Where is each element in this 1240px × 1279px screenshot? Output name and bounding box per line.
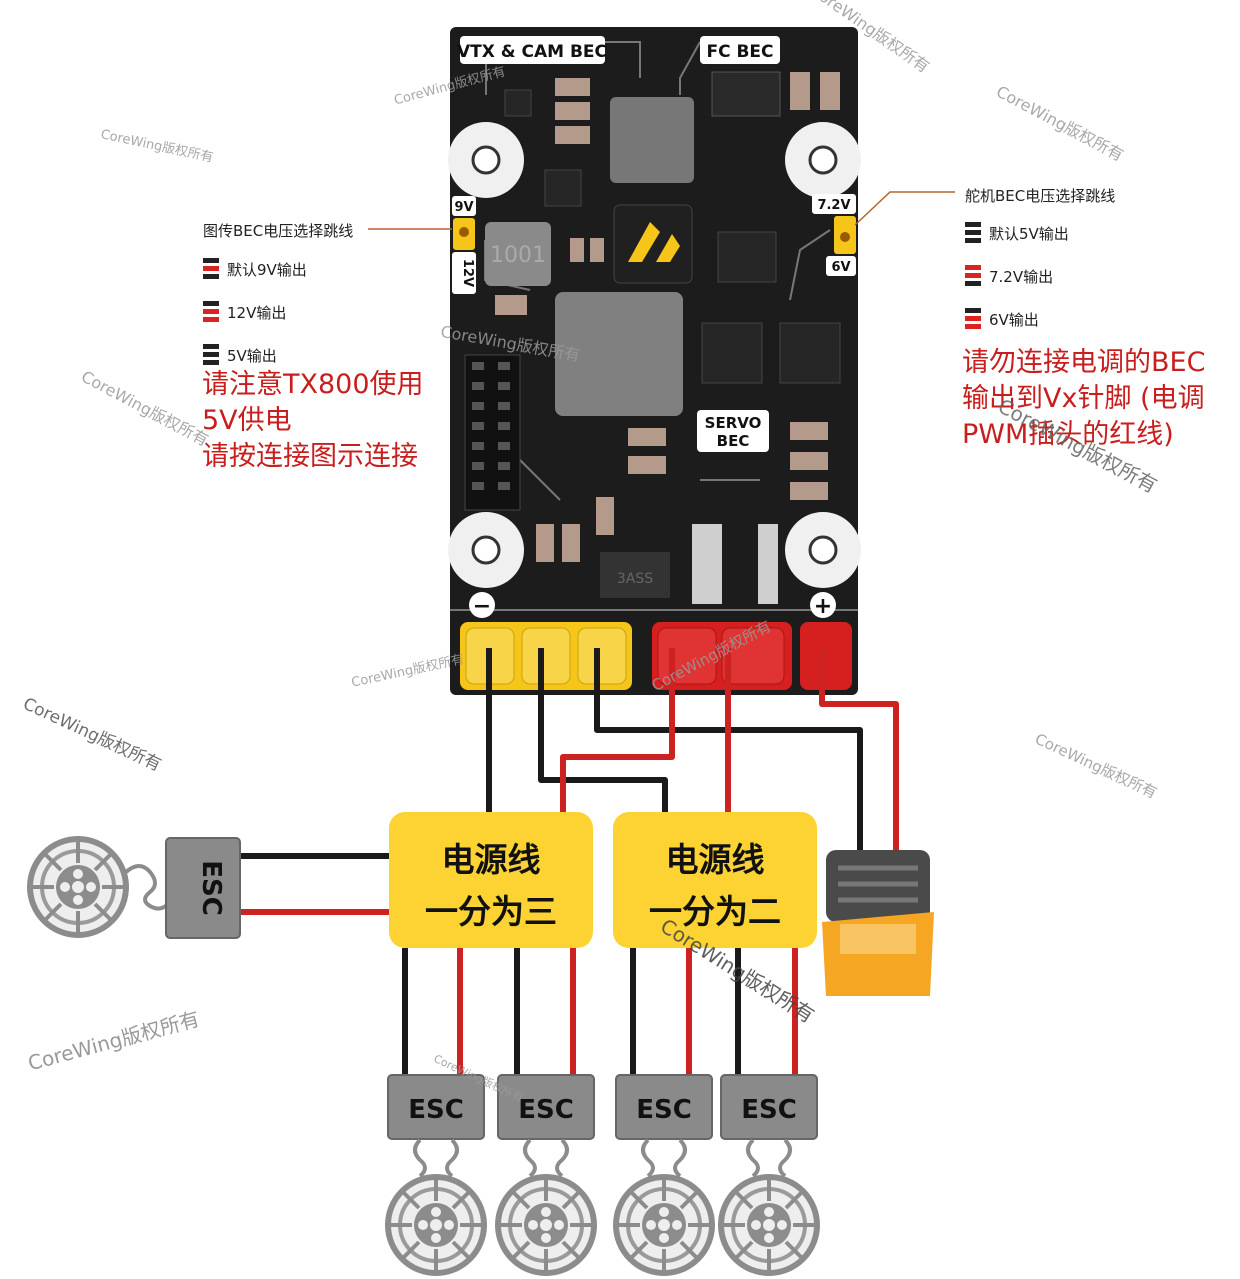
left-warning-1: 请注意TX800使用 — [202, 369, 424, 400]
splitter-two-line2: 一分为二 — [649, 892, 781, 931]
esc-label: ESC — [196, 860, 226, 916]
servo-jumper-72v-label: 7.2V — [817, 198, 850, 213]
chip-text: 1001 — [490, 243, 546, 268]
right-warning-2: 输出到Vx针脚 (电调 — [962, 383, 1205, 414]
vtx-jumper-title: 图传BEC电压选择跳线 — [203, 222, 354, 240]
battery-positive-pad — [800, 622, 852, 690]
esc-label: ESC — [741, 1095, 797, 1125]
vtx-jumper-9v-label: 9V — [454, 200, 473, 215]
plus-sign: + — [814, 594, 832, 619]
left-warning-2: 5V供电 — [202, 405, 292, 436]
esc-label: ESC — [518, 1095, 574, 1125]
splitter-three-line1: 电源线 — [441, 840, 541, 879]
diode-text: 3ASS — [617, 571, 653, 587]
vtx-option-5v: 5V输出 — [203, 344, 277, 366]
esc-1: ESC — [388, 1074, 484, 1273]
right-warning-1: 请勿连接电调的BEC — [962, 347, 1206, 378]
servo-option-72v: 7.2V输出 — [965, 265, 1053, 287]
jumper-icon — [203, 258, 219, 280]
esc-2: ESC — [498, 1074, 594, 1273]
power-wires — [240, 648, 899, 1078]
esc-4: ESC — [721, 1074, 817, 1273]
esc-3: ESC — [616, 1074, 712, 1273]
right-warning-3: PWM插头的红线) — [962, 419, 1174, 450]
jumper-icon — [203, 344, 219, 366]
splitter-two-line1: 电源线 — [665, 840, 765, 879]
jumper-icon — [203, 301, 219, 323]
jumper-icon — [965, 265, 981, 287]
vtx-option-12v: 12V输出 — [203, 301, 286, 323]
jumper-icon — [965, 222, 981, 244]
splitter-three-line2: 一分为三 — [425, 892, 557, 931]
esc-left: ESC — [30, 838, 241, 939]
left-warning-3: 请按连接图示连接 — [202, 441, 418, 472]
servo-leader-line — [854, 191, 955, 226]
vtx-option-9v: 默认9V输出 — [203, 258, 307, 280]
vtx-cam-bec-label: VTX & CAM BEC — [457, 42, 607, 62]
jumper-icon — [965, 308, 981, 330]
esc-label: ESC — [636, 1095, 692, 1125]
splitter-three: 电源线 一分为三 — [389, 812, 593, 948]
minus-sign: − — [473, 594, 491, 619]
esc-label: ESC — [408, 1095, 464, 1125]
pcb-board: 1001 3ASS — [448, 27, 861, 695]
servo-jumper-title: 舵机BEC电压选择跳线 — [965, 187, 1116, 205]
splitter-two: 电源线 一分为二 — [613, 812, 817, 948]
logo-icon — [613, 204, 693, 284]
xt60-connector — [822, 850, 934, 996]
servo-option-6v: 6V输出 — [965, 308, 1039, 330]
fc-bec-label: FC BEC — [706, 42, 773, 62]
vtx-jumper-12v-label: 12V — [460, 259, 475, 287]
bec-label: BEC — [717, 432, 750, 450]
servo-jumper-6v-label: 6V — [831, 260, 850, 275]
servo-label: SERVO — [705, 414, 762, 432]
servo-option-5v: 默认5V输出 — [965, 222, 1069, 244]
